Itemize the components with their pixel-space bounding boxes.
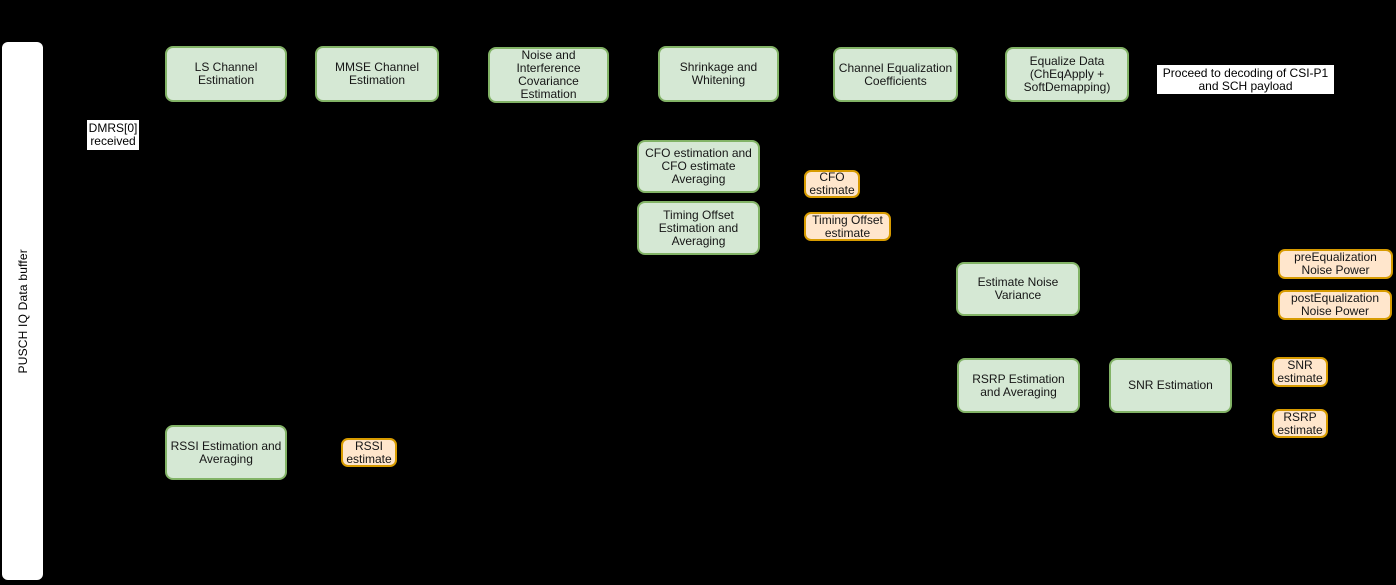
pusch-iq-data-buffer: PUSCH IQ Data buffer bbox=[2, 42, 43, 580]
process-node-noise-interference-covariance-estimation: Noise and Interference Covariance Estima… bbox=[488, 47, 609, 103]
label-dmrs-received: DMRS[0] received bbox=[87, 120, 139, 150]
pusch-iq-data-buffer-label: PUSCH IQ Data buffer bbox=[15, 248, 30, 374]
process-node-equalize-data: Equalize Data (ChEqApply + SoftDemapping… bbox=[1005, 47, 1129, 102]
output-node-cfo-estimate: CFO estimate bbox=[804, 170, 860, 198]
process-node-estimate-noise-variance: Estimate Noise Variance bbox=[956, 262, 1080, 316]
output-node-post-equalization-noise-power: postEqualization Noise Power bbox=[1278, 290, 1392, 320]
output-node-pre-equalization-noise-power: preEqualization Noise Power bbox=[1278, 249, 1393, 279]
output-node-rssi-estimate: RSSI estimate bbox=[341, 438, 397, 467]
process-node-mmse-channel-estimation: MMSE Channel Estimation bbox=[315, 46, 439, 102]
output-node-rsrp-estimate: RSRP estimate bbox=[1272, 409, 1328, 438]
process-node-rssi-estimation-averaging: RSSI Estimation and Averaging bbox=[165, 425, 287, 480]
process-node-cfo-estimation-averaging: CFO estimation and CFO estimate Averagin… bbox=[637, 140, 760, 193]
process-node-rsrp-estimation-averaging: RSRP Estimation and Averaging bbox=[957, 358, 1080, 413]
process-node-timing-offset-estimation-averaging: Timing Offset Estimation and Averaging bbox=[637, 201, 760, 255]
label-proceed-to-decoding: Proceed to decoding of CSI-P1 and SCH pa… bbox=[1157, 65, 1334, 94]
process-node-shrinkage-and-whitening: Shrinkage and Whitening bbox=[658, 46, 779, 102]
process-node-snr-estimation: SNR Estimation bbox=[1109, 358, 1232, 413]
process-node-channel-equalization-coefficients: Channel Equalization Coefficients bbox=[833, 47, 958, 102]
process-node-ls-channel-estimation: LS Channel Estimation bbox=[165, 46, 287, 102]
output-node-snr-estimate: SNR estimate bbox=[1272, 357, 1328, 387]
output-node-timing-offset-estimate: Timing Offset estimate bbox=[804, 212, 891, 241]
